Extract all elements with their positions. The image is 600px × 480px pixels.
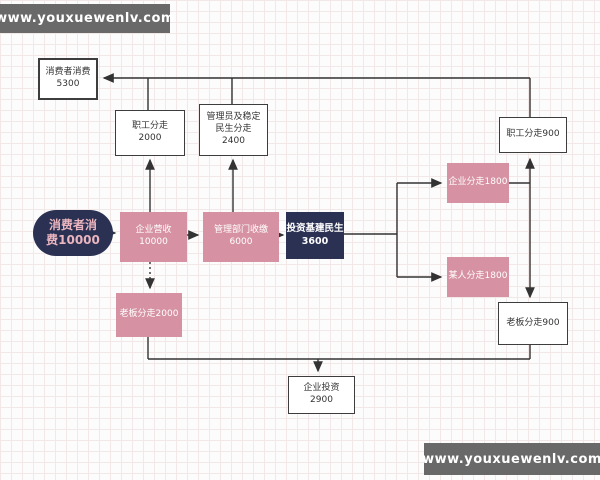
node-value: 2000 bbox=[138, 133, 162, 143]
node-label: 老板分走900 bbox=[506, 317, 560, 328]
node-value: 5300 bbox=[56, 79, 80, 89]
node-boss-900: 老板分走900 bbox=[498, 302, 568, 345]
node-gov-6000: 管理部门收缴 6000 bbox=[203, 212, 279, 262]
watermark-top: www.youxuewenlv.com bbox=[0, 4, 174, 33]
node-value: 10000 bbox=[139, 237, 168, 247]
node-label: 管理部门收缴 bbox=[213, 225, 268, 236]
node-label: 投资基建民生 bbox=[286, 223, 344, 235]
node-value: 2400 bbox=[222, 135, 245, 146]
node-admin-2400: 管理员及稳定 民生分走 2400 bbox=[199, 104, 268, 156]
watermark-url: www.youxuewenlv.com bbox=[0, 11, 175, 26]
node-value: 6000 bbox=[229, 237, 253, 247]
node-label: 企业投资 bbox=[303, 383, 340, 394]
node-someone-1800: 某人分走1800 bbox=[447, 257, 509, 297]
edge-top-collect-stubs bbox=[147, 78, 531, 117]
node-label: 老板分走2000 bbox=[119, 309, 179, 320]
node-value: 2900 bbox=[310, 395, 333, 405]
node-staff-900: 职工分走900 bbox=[499, 117, 567, 153]
node-boss-2000: 老板分走2000 bbox=[116, 293, 182, 337]
node-label: 职工分走 bbox=[131, 121, 168, 132]
edge-bottom-collect bbox=[147, 337, 531, 360]
node-revenue-10000: 企业营收 10000 bbox=[120, 212, 187, 262]
node-value: 费10000 bbox=[46, 233, 100, 247]
node-invest-infra-3600: 投资基建民生 3600 bbox=[286, 212, 344, 259]
node-label: 职工分走900 bbox=[506, 129, 560, 140]
node-consumer-total-10000: 消费者消 费10000 bbox=[33, 210, 113, 256]
node-label: 消费者消费 bbox=[45, 67, 91, 78]
node-staff-2000: 职工分走 2000 bbox=[115, 110, 185, 156]
watermark-url: www.youxuewenlv.com bbox=[422, 451, 600, 467]
node-enterprise-1800: 企业分走1800 bbox=[447, 163, 509, 203]
node-label: 企业分走1800 bbox=[448, 177, 508, 188]
watermark-bottom: www.youxuewenlv.com bbox=[422, 443, 600, 475]
node-label: 管理员及稳定 bbox=[206, 112, 261, 123]
node-label: 某人分走1800 bbox=[448, 271, 508, 282]
node-label: 民生分走 bbox=[215, 124, 252, 135]
node-label: 企业营收 bbox=[135, 225, 172, 236]
node-label: 消费者消 bbox=[48, 218, 97, 232]
edge-invest-branch bbox=[344, 183, 398, 277]
node-value: 3600 bbox=[301, 235, 329, 247]
node-enterprise-invest-2900: 企业投资 2900 bbox=[288, 376, 355, 414]
node-consumer-spend-5300: 消费者消费 5300 bbox=[38, 58, 98, 100]
